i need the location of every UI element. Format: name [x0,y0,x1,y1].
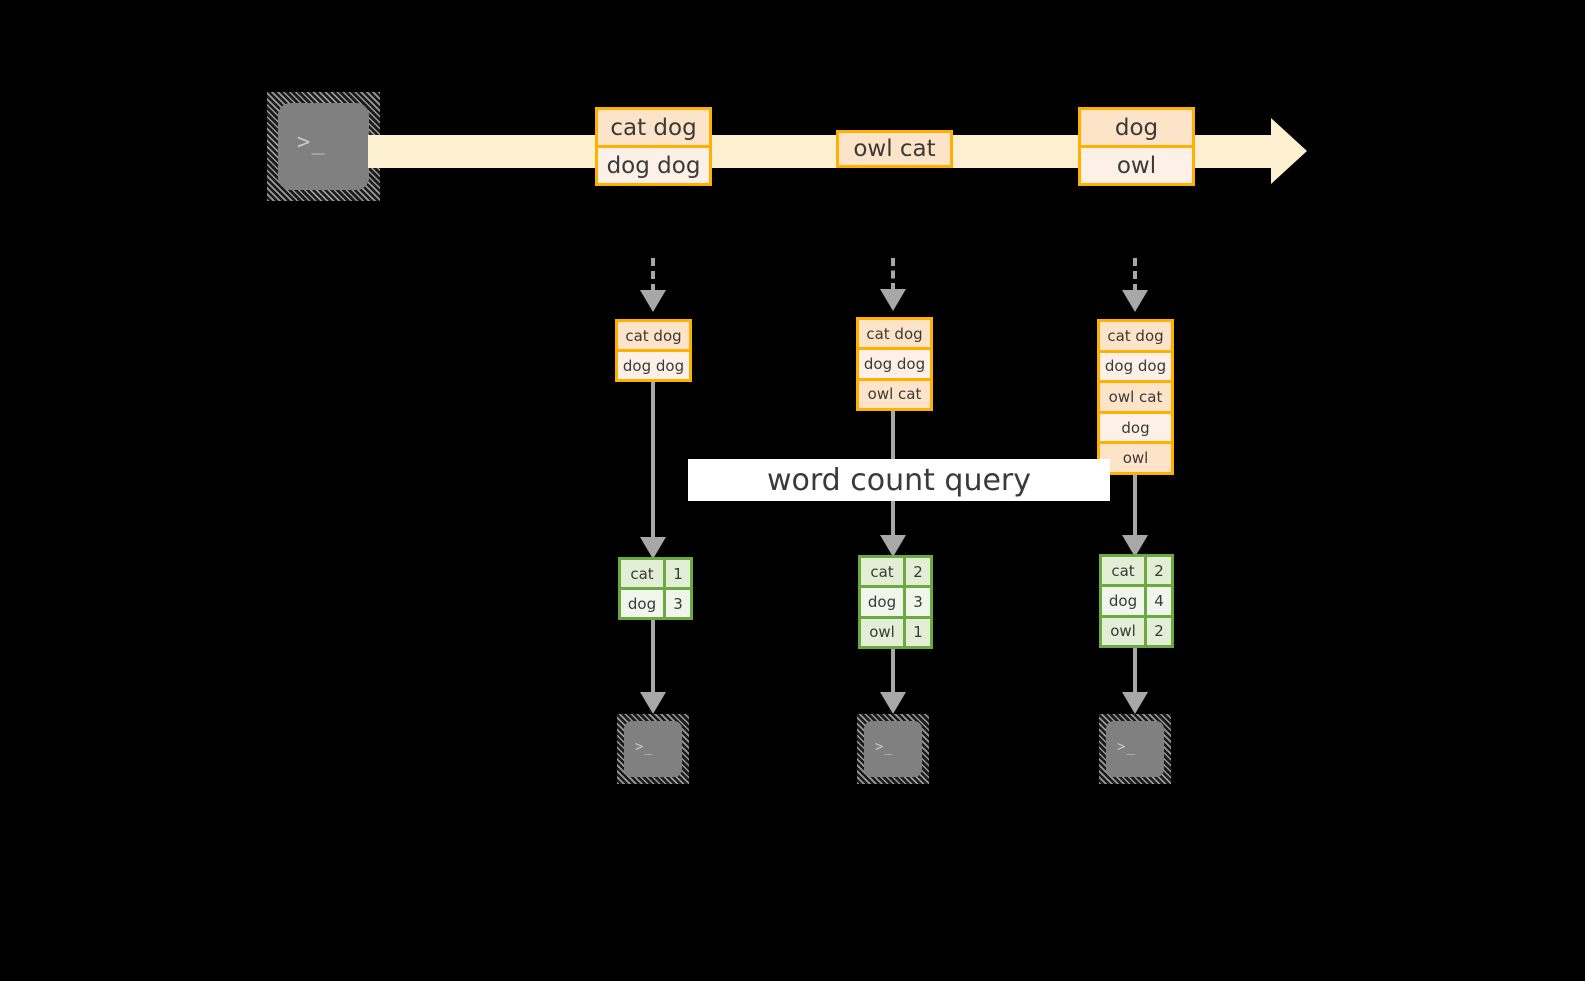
sink-connector-arrowhead-1 [640,692,666,714]
result-word: dog [861,588,906,616]
result-word: owl [1102,617,1147,645]
sink-terminal-icon-1: >_ [617,714,689,784]
snapshot-input-line: owl [1100,441,1171,472]
result-count: 1 [666,560,690,587]
terminal-prompt-glyph: >_ [1117,739,1136,755]
stream-record-group-2: owl cat [836,130,953,168]
result-word: cat [621,560,666,587]
snapshot-input-line: cat dog [1100,322,1171,350]
result-row: cat 2 [1102,557,1171,585]
snapshot-input-line: cat dog [859,320,930,348]
query-connector-arrowhead-3 [1122,535,1148,557]
result-row: owl 2 [1102,614,1171,645]
snapshot-trigger-arrowhead-1 [640,290,666,312]
result-count: 3 [666,590,690,617]
snapshot-input-table-2: cat dog dog dog owl cat [856,317,933,411]
sink-connector-arrowhead-3 [1122,692,1148,714]
terminal-body [864,721,922,777]
result-word: dog [621,590,666,617]
snapshot-input-line: dog dog [859,347,930,378]
snapshot-trigger-connector-3 [1133,258,1137,292]
result-row: dog 3 [861,585,930,616]
sink-connector-2 [891,649,895,698]
stream-record-line: owl cat [839,133,950,165]
result-row: dog 4 [1102,584,1171,615]
snapshot-input-line: dog dog [618,349,689,379]
query-connector-arrowhead-2 [880,535,906,557]
stream-record-line: dog [1081,110,1192,145]
query-label-text: word count query [766,462,1032,498]
input-stream-arrowhead [1271,118,1307,184]
snapshot-input-line: owl cat [1100,380,1171,411]
source-terminal-icon: >_ [267,92,380,201]
result-row: cat 1 [621,560,690,587]
stream-record-line: dog dog [598,145,709,183]
terminal-prompt-glyph: >_ [635,739,654,755]
query-label: word count query [688,459,1110,501]
sink-connector-1 [651,620,655,698]
snapshot-trigger-connector-2 [891,258,895,291]
snapshot-input-line: dog dog [1100,349,1171,381]
terminal-body [278,103,369,190]
stream-record-line: cat dog [598,110,709,145]
sink-terminal-icon-3: >_ [1099,714,1171,784]
sink-terminal-icon-2: >_ [857,714,929,784]
query-connector-1 [651,382,655,544]
snapshot-input-line: dog [1100,410,1171,442]
result-count: 2 [906,558,930,586]
result-word: cat [861,558,906,586]
stream-record-group-3: dog owl [1078,107,1195,186]
result-table-1: cat 1 dog 3 [618,557,693,620]
result-count: 3 [906,588,930,616]
stream-record-line: owl [1081,145,1192,183]
result-word: dog [1102,587,1147,615]
snapshot-trigger-arrowhead-2 [880,289,906,311]
result-count: 2 [1147,617,1171,645]
snapshot-trigger-connector-1 [651,258,655,292]
result-count: 2 [1147,557,1171,585]
result-row: owl 1 [861,615,930,646]
result-count: 4 [1147,587,1171,615]
result-word: cat [1102,557,1147,585]
snapshot-input-line: cat dog [618,322,689,349]
snapshot-input-line: owl cat [859,377,930,408]
snapshot-input-table-3: cat dog dog dog owl cat dog owl [1097,319,1174,475]
result-table-2: cat 2 dog 3 owl 1 [858,555,933,649]
terminal-prompt-glyph: >_ [297,130,327,155]
snapshot-trigger-arrowhead-3 [1122,290,1148,312]
terminal-prompt-glyph: >_ [875,739,894,755]
terminal-body [624,721,682,777]
sink-connector-arrowhead-2 [880,692,906,714]
result-word: owl [861,618,906,646]
sink-connector-3 [1133,648,1137,698]
result-count: 1 [906,618,930,646]
result-row: cat 2 [861,558,930,586]
result-row: dog 3 [621,587,690,617]
query-connector-3 [1133,475,1137,542]
snapshot-input-table-1: cat dog dog dog [615,319,692,382]
result-table-3: cat 2 dog 4 owl 2 [1099,554,1174,648]
terminal-body [1106,721,1164,777]
stream-record-group-1: cat dog dog dog [595,107,712,186]
query-connector-arrowhead-1 [640,537,666,559]
